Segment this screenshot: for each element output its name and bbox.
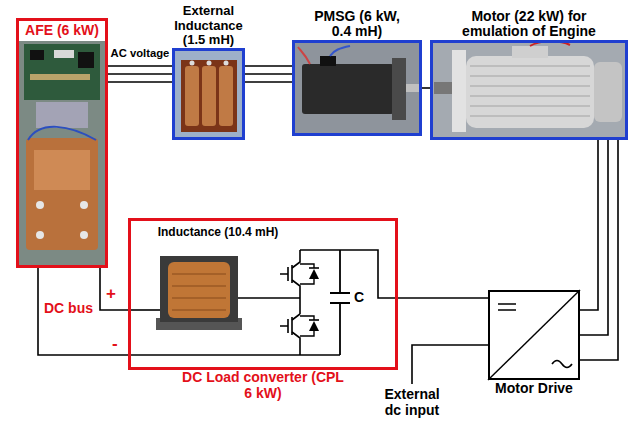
diode-symbol (309, 321, 319, 331)
dc-input-wire (412, 345, 488, 384)
wire-connector (422, 87, 430, 89)
terminal (224, 61, 229, 66)
capacitor-symbol (330, 250, 350, 355)
igbt-symbol (292, 250, 300, 314)
wire (300, 250, 398, 298)
converter-box: AFE (6 kW) (16, 18, 108, 268)
phase-wire (580, 140, 618, 360)
pcb-photo (19, 21, 105, 265)
ac-symbol (552, 361, 572, 368)
wire (330, 46, 350, 56)
inductor-core (160, 256, 238, 322)
screw (80, 201, 88, 209)
terminal (190, 61, 195, 66)
node-label: AFE (6 kW) (19, 21, 105, 41)
part-label: DC bus (44, 301, 93, 317)
terminal-box (512, 46, 548, 58)
dc-bus-wire (38, 268, 128, 355)
motor-photo (433, 43, 625, 137)
wire-connector (398, 297, 488, 299)
coil (219, 66, 233, 126)
terminal (207, 61, 212, 66)
chip (30, 50, 44, 60)
wire-connector (108, 73, 172, 75)
node-label: PMSG (6 kW, 0.4 mH) (307, 9, 407, 40)
part-label: External dc input (377, 387, 447, 418)
copper-busbar (26, 138, 98, 250)
flange (392, 58, 406, 120)
wire (131, 309, 160, 311)
dc-symbol (498, 304, 516, 310)
motor-box: Motor (22 kW) for emulation of Engine (430, 40, 628, 140)
header-strip (30, 74, 90, 80)
node-label: Inductance (10.4 mH) (148, 224, 288, 241)
igbt-gate (280, 265, 292, 283)
wire (238, 297, 300, 299)
generator-box: PMSG (6 kW, 0.4 mH) (292, 40, 422, 136)
drive-box: Motor Drive (488, 290, 580, 380)
node-label: Motor (22 kW) for emulation of Engine (454, 9, 604, 40)
wire-connector (245, 73, 292, 75)
inductor-box: Inductance (10.4 mH) (148, 224, 288, 340)
phase-wire (108, 66, 292, 82)
motor-body (466, 56, 594, 128)
copper-plate (34, 150, 90, 190)
wire-connector (580, 140, 608, 335)
inductor-coil (168, 262, 230, 318)
cooling-fins (470, 66, 590, 116)
inductor-core (181, 60, 237, 132)
inductor-photo (175, 51, 242, 137)
coupling (434, 82, 452, 94)
diode-bar (309, 267, 319, 269)
fan-cover (594, 62, 622, 122)
generator-photo (295, 43, 419, 133)
coil-turns (172, 274, 226, 310)
ribbon-cable (36, 102, 88, 128)
igbt-gate (280, 317, 292, 335)
node-label: DC Load converter (CPL 6 kW) (178, 370, 348, 401)
chip (78, 52, 94, 68)
diode-bar (309, 319, 319, 321)
coil (202, 66, 216, 126)
front-plate (452, 50, 466, 132)
edge-label: AC voltage (111, 47, 170, 60)
wire-connector (100, 268, 128, 310)
part-label: - (112, 334, 118, 353)
wire (131, 354, 340, 356)
node-label: External Inductance (1.5 mH) (163, 4, 255, 48)
wire (28, 127, 96, 140)
wire (298, 47, 310, 64)
part-label: C (354, 290, 364, 306)
drive-diagonal (488, 290, 580, 380)
coil (185, 66, 199, 126)
connector (54, 50, 74, 58)
part-label: + (106, 284, 116, 303)
screw (80, 231, 88, 239)
node-label: Motor Drive (494, 381, 574, 397)
shaft (406, 84, 419, 92)
generator-body (302, 64, 394, 114)
diode-symbol (309, 269, 319, 279)
screw (36, 201, 44, 209)
igbt-symbol (292, 314, 300, 355)
connector (320, 56, 336, 66)
control-board (24, 44, 100, 100)
screw (36, 231, 44, 239)
inductor-box: External Inductance (1.5 mH) (172, 48, 245, 140)
